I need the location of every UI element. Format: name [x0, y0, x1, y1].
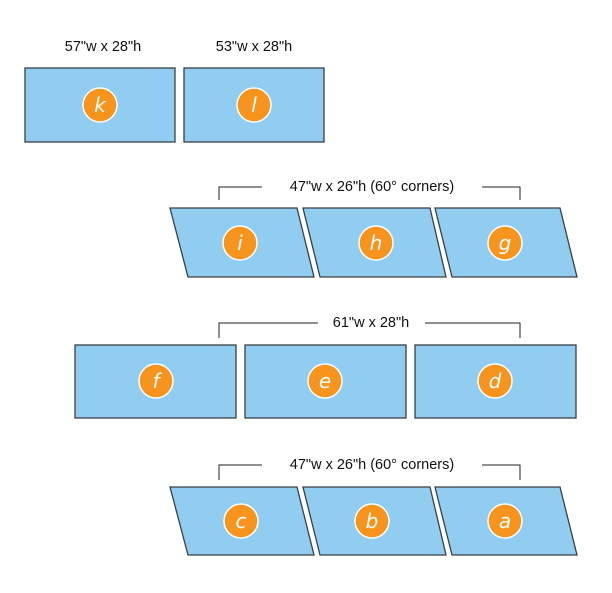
panel-letter-i: i — [237, 231, 243, 255]
panel-letter-e: e — [319, 369, 331, 393]
badge-a — [487, 503, 523, 539]
dimension-label-row3: 61"w x 28"h — [333, 315, 409, 331]
badge-g — [487, 225, 523, 261]
panel-letter-b: b — [366, 509, 379, 533]
badge-b — [354, 503, 390, 539]
panel-letter-f: f — [152, 369, 162, 393]
badge-e — [307, 363, 343, 399]
badge-d — [477, 363, 513, 399]
panel-letter-d: d — [489, 369, 502, 393]
panel-letter-c: c — [236, 509, 247, 533]
dimension-label-l: 53"w x 28"h — [216, 39, 292, 55]
panel-letter-h: h — [370, 231, 383, 255]
dimension-bracket-row2 — [218, 186, 521, 200]
badge-h — [358, 225, 394, 261]
badge-f — [138, 363, 174, 399]
dimension-label-row4: 47"w x 26"h (60° corners) — [290, 457, 454, 473]
dimension-bracket-row4 — [218, 464, 521, 480]
panel-letter-l: l — [251, 93, 257, 117]
panel-letter-k: k — [94, 93, 107, 117]
dimension-label-k: 57"w x 28"h — [65, 39, 141, 55]
badge-l — [236, 87, 272, 123]
badge-c — [223, 503, 259, 539]
badge-i — [222, 225, 258, 261]
panel-letter-a: a — [499, 509, 511, 533]
badge-k — [82, 87, 118, 123]
dimension-label-row2: 47"w x 26"h (60° corners) — [290, 179, 454, 195]
dimension-bracket-row3 — [218, 322, 521, 338]
panel-letter-g: g — [499, 231, 512, 255]
